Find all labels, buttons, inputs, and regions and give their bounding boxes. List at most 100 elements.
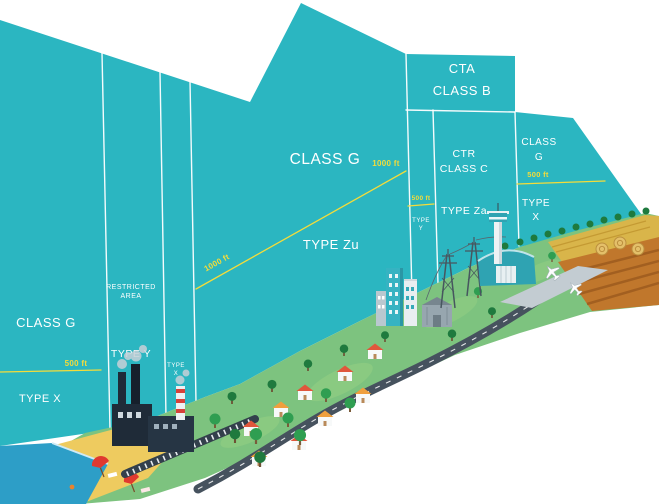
sea-icon <box>0 443 108 504</box>
factory-window-icon <box>136 412 141 418</box>
road-centerline-icon <box>197 276 567 490</box>
zone-line-restricted-typex <box>159 71 167 418</box>
bush-icon <box>600 216 608 224</box>
right-type-x-label-line2: X <box>532 212 539 223</box>
airspace-wall-group: CLASS G 500 ft TYPE X RESTRICTED AREA TY… <box>0 3 651 446</box>
pylon-icon <box>439 249 457 309</box>
window-icon <box>378 305 381 309</box>
altitude-line-left-500ft <box>0 369 102 373</box>
crop-row-icon <box>551 220 647 248</box>
bush-icon <box>586 220 594 228</box>
factory-building-icon <box>148 416 194 452</box>
bush-icon <box>628 210 636 218</box>
band-500ft-label: 500 ft <box>412 195 431 202</box>
tower-shaft-icon <box>494 222 502 264</box>
tower-band-icon <box>489 217 507 220</box>
hangar-icon <box>477 249 536 286</box>
hay-swirl-icon <box>634 245 642 253</box>
mid-1000ft-right-label: 1000 ft <box>372 159 399 168</box>
furrow-icon <box>578 270 659 296</box>
bush-icon <box>558 227 566 235</box>
ctr-label-line2: CLASS C <box>440 163 488 175</box>
factory-window-icon <box>172 424 177 429</box>
power-wires-icon <box>425 236 507 301</box>
hay-bale-icon <box>631 242 645 256</box>
warehouse-icon <box>422 297 452 327</box>
zone-line-typex-typezu <box>189 80 197 403</box>
altitude-line-1000ft <box>195 170 407 290</box>
hay-swirl-icon <box>598 245 606 253</box>
bush-icon <box>572 223 580 231</box>
umbrella-pole-icon <box>130 483 136 493</box>
zone-line-ctr-right <box>514 111 520 247</box>
beach-umbrella-icon <box>91 456 109 478</box>
building-icon <box>404 281 417 326</box>
hay-bale-icon <box>613 236 627 250</box>
starfish-icon <box>69 484 75 490</box>
hay-swirl-icon <box>616 239 624 247</box>
umbrella-canopy-icon <box>91 456 109 468</box>
factory-window-icon <box>163 424 168 429</box>
crop-band-icon <box>548 215 659 262</box>
city-buildings-icon <box>376 268 417 326</box>
factory-window-icon <box>127 412 132 418</box>
zone-line-left-restricted <box>101 52 111 431</box>
chimney-smoke-icon <box>117 345 190 385</box>
left-class-g-label: CLASS G <box>16 315 76 330</box>
zone-line-typezu-band <box>405 53 413 297</box>
altitude-line-band-500ft <box>407 203 435 207</box>
left-type-x-label: TYPE X <box>19 393 61 405</box>
window-icon <box>378 296 381 300</box>
window-grid-icon <box>389 274 398 314</box>
cta-label-line2: CLASS B <box>433 83 491 98</box>
factory-window-icon <box>118 412 123 418</box>
building-shade-icon <box>400 268 403 326</box>
tower-shade-icon <box>499 222 502 264</box>
chimney-icon <box>118 372 126 406</box>
crop-row-icon <box>555 226 651 253</box>
window-icon <box>382 305 385 309</box>
landscape-group <box>0 203 659 504</box>
restricted-area-label-line2: AREA <box>120 293 141 300</box>
narrow-type-x-label-line2: X <box>174 371 179 377</box>
ctr-label-line1: CTR <box>452 148 475 160</box>
zone-line-band-ctr <box>432 109 439 285</box>
bush-icon <box>530 234 538 242</box>
airport-control-tower-icon <box>487 203 509 264</box>
bush-icon <box>516 238 524 246</box>
right-class-g-label-line2: G <box>535 152 543 163</box>
hangar-roof-icon <box>477 249 535 262</box>
type-zu-label: TYPE Zu <box>303 237 359 252</box>
furrow-icon <box>586 281 659 306</box>
airport-apron-icon <box>500 266 608 308</box>
factory-window-icon <box>154 424 159 429</box>
airspace-wall <box>0 3 651 446</box>
chimney-stripe-icon <box>176 399 185 403</box>
zone-line-cta-bottom <box>405 109 516 113</box>
beach-towel-icon <box>107 471 118 478</box>
altitude-line-right-500ft <box>516 180 606 185</box>
chimney-icon <box>131 364 140 406</box>
power-pylons-icon <box>425 236 507 309</box>
band-type-y-label-line2: Y <box>419 226 424 232</box>
bush-icon <box>614 213 622 221</box>
right-500ft-label: 500 ft <box>527 170 549 179</box>
beach-towel-icon <box>140 486 151 493</box>
bush-icon <box>544 230 552 238</box>
airport-group <box>477 203 586 299</box>
type-za-label: TYPE Za <box>441 205 487 217</box>
factory-icon <box>112 345 194 452</box>
warehouse-roof-icon <box>422 297 452 305</box>
window-grid-icon <box>406 287 414 309</box>
cta-label-line1: CTA <box>449 61 476 76</box>
chimney-stripe-icon <box>176 389 185 393</box>
umbrella-pole-icon <box>99 467 105 478</box>
right-class-g-label-line1: CLASS <box>521 137 556 148</box>
bush-icon <box>642 207 650 215</box>
hay-bales-icon <box>595 236 645 256</box>
tower-roof-icon <box>487 211 509 214</box>
factory-building-icon <box>112 404 152 446</box>
roofline-icon <box>404 279 417 282</box>
